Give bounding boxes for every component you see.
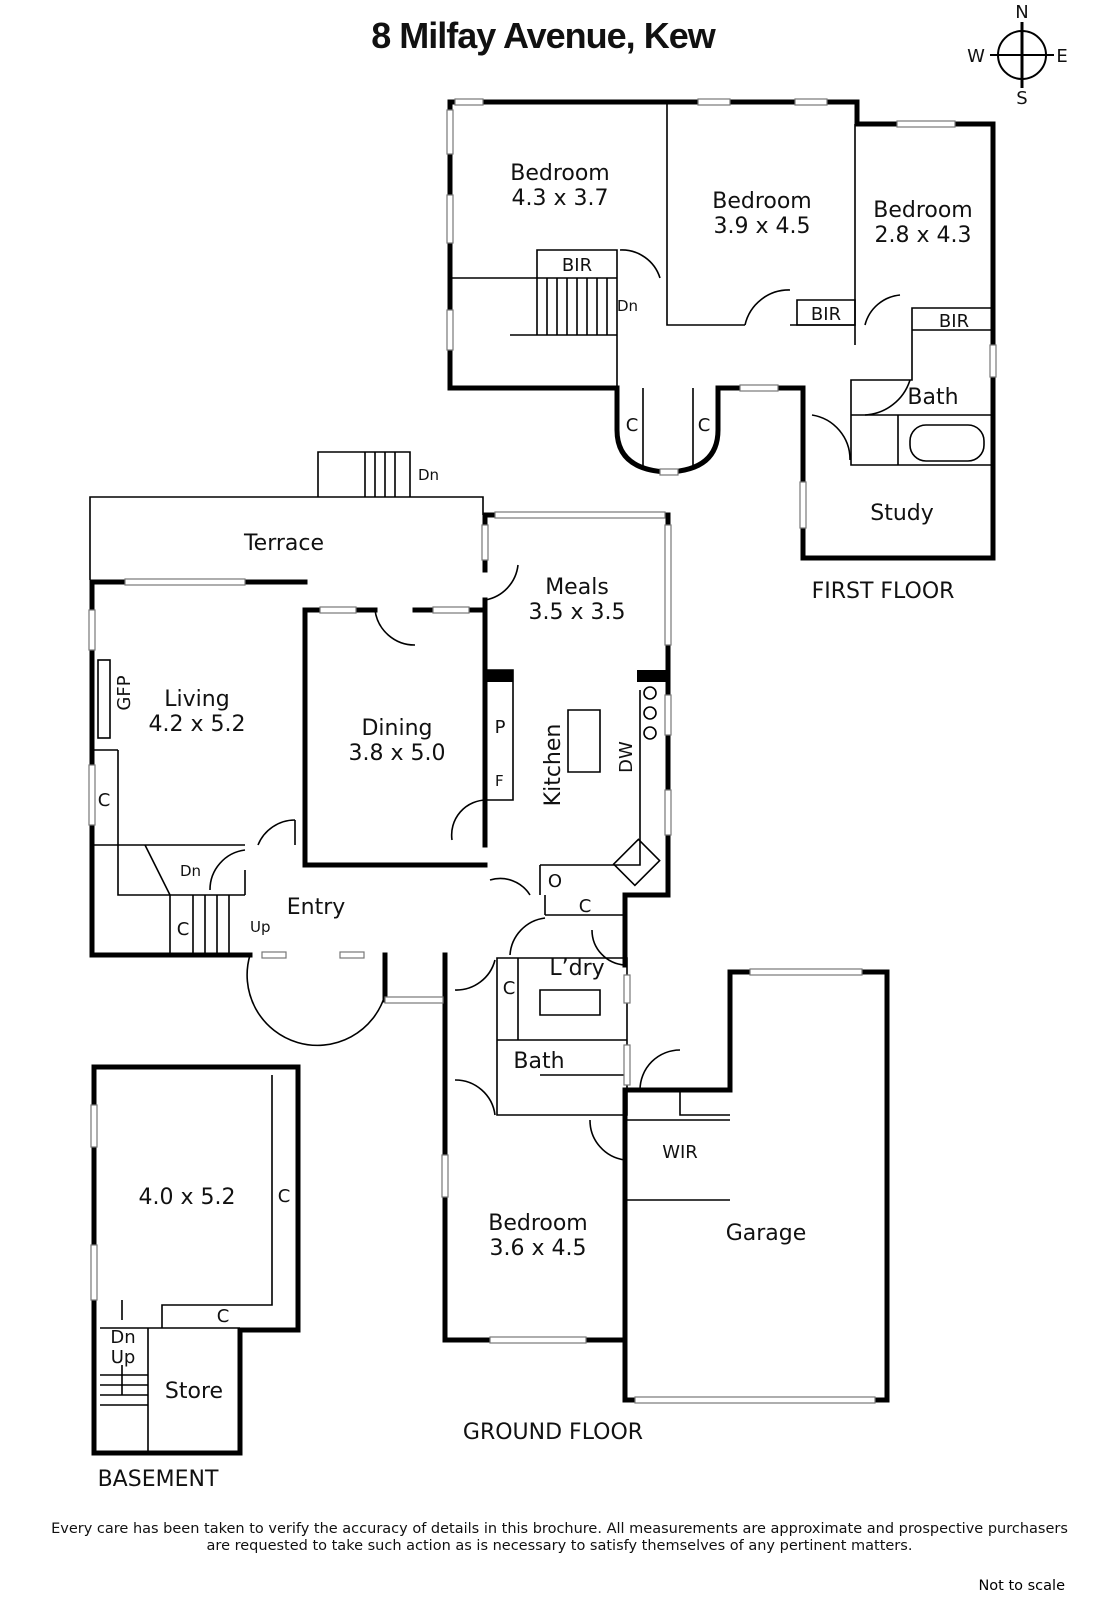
disclaimer-line-2: are requested to take such action as is … — [206, 1538, 913, 1554]
bedroom-3-label: Bedroom — [873, 198, 973, 223]
closet-label: C — [217, 1306, 230, 1327]
stairs-up-label: Up — [250, 918, 271, 936]
dining-label: Dining — [361, 716, 432, 741]
not-to-scale-note: Not to scale — [978, 1578, 1065, 1594]
bath-ground-label: Bath — [513, 1049, 564, 1074]
study-label: Study — [870, 501, 934, 526]
closet-label: C — [98, 790, 111, 811]
bedroom-4-dim: 3.6 x 4.5 — [490, 1236, 587, 1261]
compass-n: N — [1015, 2, 1028, 23]
compass-w: W — [967, 46, 985, 67]
closet-label: C — [503, 978, 516, 999]
compass-icon: N S E W — [967, 2, 1068, 109]
oven-label: O — [548, 871, 562, 892]
bedroom-2-label: Bedroom — [712, 189, 812, 214]
living-label: Living — [164, 687, 229, 712]
stairs-down-label: Dn — [617, 297, 638, 315]
ground-floor-label: GROUND FLOOR — [463, 1420, 643, 1445]
laundry-label: L’dry — [549, 956, 604, 981]
bedroom-1-dim: 4.3 x 3.7 — [512, 186, 609, 211]
stairs-down-label: Dn — [418, 466, 439, 484]
stairs-down-label: Dn — [110, 1327, 135, 1348]
property-title: 8 Milfay Avenue, Kew — [371, 15, 716, 56]
store-label: Store — [165, 1379, 223, 1404]
compass-s: S — [1016, 88, 1027, 109]
ground-floor: Terrace Dn Meals 3.5 x 3.5 Living 4.2 x … — [88, 451, 890, 1445]
bath-first-label: Bath — [907, 385, 958, 410]
dishwasher-label: DW — [616, 741, 637, 773]
meals-label: Meals — [545, 575, 609, 600]
basement-label: BASEMENT — [98, 1467, 219, 1492]
bedroom-2-dim: 3.9 x 4.5 — [714, 214, 811, 239]
stairs-up-label: Up — [111, 1347, 136, 1368]
first-floor-label: FIRST FLOOR — [812, 579, 955, 604]
bir-label: BIR — [562, 255, 592, 276]
compass-e: E — [1056, 46, 1067, 67]
terrace-label: Terrace — [243, 531, 324, 556]
cooktop-icon — [612, 838, 661, 887]
wir-label: WIR — [662, 1142, 698, 1163]
closet-label: C — [278, 1186, 291, 1207]
first-floor: Bedroom 4.3 x 3.7 Bedroom 3.9 x 4.5 Bedr… — [446, 98, 997, 604]
entry-label: Entry — [287, 895, 346, 920]
pantry-label: P — [495, 717, 506, 738]
closet-label: C — [177, 919, 190, 940]
bedroom-1-label: Bedroom — [510, 161, 610, 186]
dining-dim: 3.8 x 5.0 — [349, 741, 446, 766]
kitchen-label: Kitchen — [541, 724, 566, 807]
stairs-down-label: Dn — [180, 862, 201, 880]
bedroom-3-dim: 2.8 x 4.3 — [875, 223, 972, 248]
closet-label: C — [579, 896, 592, 917]
basement-room-dim: 4.0 x 5.2 — [139, 1185, 236, 1210]
closet-label: C — [626, 415, 639, 436]
closet-label: C — [698, 415, 711, 436]
disclaimer-line-1: Every care has been taken to verify the … — [51, 1521, 1068, 1537]
fridge-label: F — [495, 772, 504, 790]
bir-label: BIR — [811, 304, 841, 325]
gas-fireplace-label: GFP — [114, 675, 135, 710]
basement: 4.0 x 5.2 C C Dn Up Store BASEMENT — [90, 1064, 301, 1492]
living-dim: 4.2 x 5.2 — [149, 712, 246, 737]
garage-label: Garage — [726, 1221, 807, 1246]
bedroom-4-label: Bedroom — [488, 1211, 588, 1236]
meals-dim: 3.5 x 3.5 — [529, 600, 626, 625]
bir-label: BIR — [939, 311, 969, 332]
